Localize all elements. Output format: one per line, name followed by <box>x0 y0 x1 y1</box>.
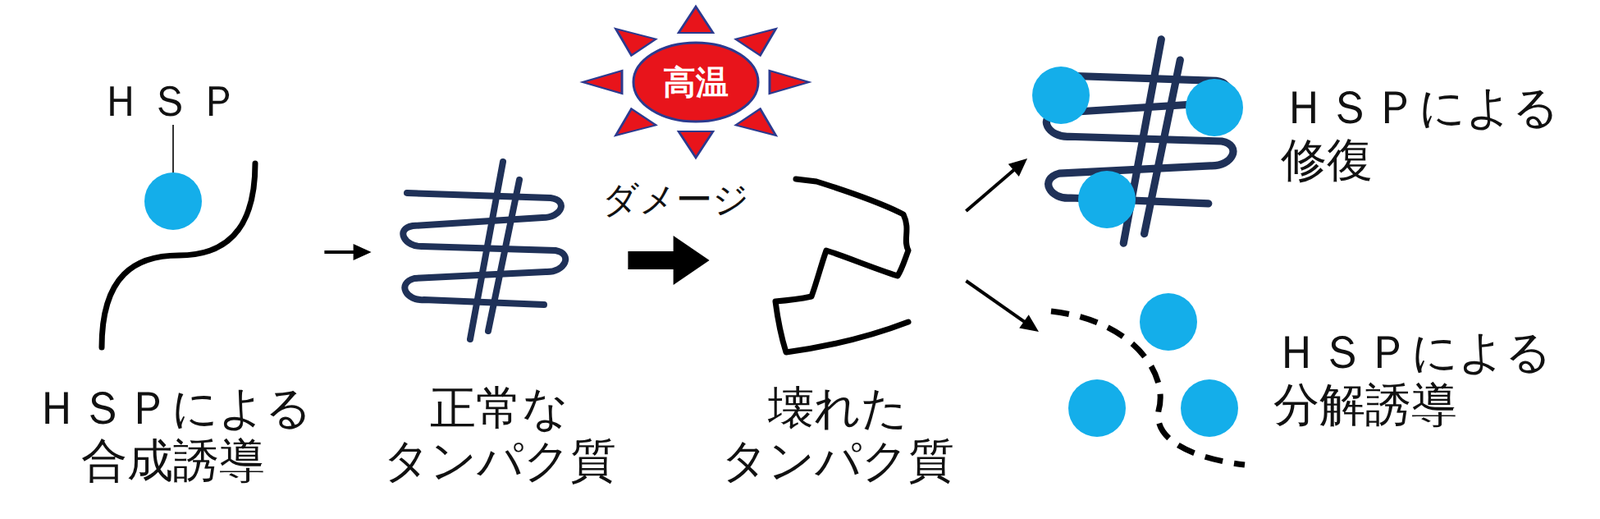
hsp-dot <box>1139 292 1198 351</box>
stage-box: ＨＳＰによる 分解誘導 <box>1042 295 1568 493</box>
hsp-dot <box>1180 379 1239 437</box>
stage-caption: ＨＳＰによる 合成誘導 <box>28 381 319 488</box>
mrna-strand <box>101 163 256 348</box>
stage-box: ＨＳＰによる 修復 <box>1030 49 1576 222</box>
arrow-head <box>353 243 372 261</box>
stage-box: 正常な タンパク質 <box>374 155 626 496</box>
stage-caption: 壊れた タンパク質 <box>716 381 960 488</box>
flow-arrow <box>965 280 1025 323</box>
repaired-protein <box>1046 39 1234 243</box>
hsp-dot <box>1068 379 1126 437</box>
flow-arrow <box>627 251 675 270</box>
arrow-head <box>1019 314 1039 332</box>
hsp-label: ＨＳＰ <box>99 77 247 125</box>
leader-line <box>172 124 174 174</box>
arrow-head <box>673 235 710 285</box>
stage-caption: 正常な タンパク質 <box>378 381 622 488</box>
stage-caption: ＨＳＰによる 修復 <box>1280 81 1571 188</box>
broken-protein <box>775 178 909 352</box>
stage-caption: ＨＳＰによる 分解誘導 <box>1273 325 1564 432</box>
normal-protein <box>402 161 566 339</box>
stage-box: ＨＳＰによる 合成誘導 <box>25 155 322 496</box>
hsp-dot <box>1078 170 1136 229</box>
hsp-dot <box>144 172 202 230</box>
damage-label: ダメージ <box>602 179 750 220</box>
arrow-head <box>1008 158 1028 177</box>
hsp-dot <box>1032 66 1090 124</box>
stage-box: 壊れた タンパク質 <box>713 155 964 496</box>
heat-sun <box>582 6 810 158</box>
hsp-synthesis <box>101 124 256 348</box>
flow-arrow <box>965 169 1015 211</box>
hsp-dot <box>1185 78 1244 137</box>
heat-label: 高温 <box>662 64 729 101</box>
flow-arrow <box>324 250 355 254</box>
